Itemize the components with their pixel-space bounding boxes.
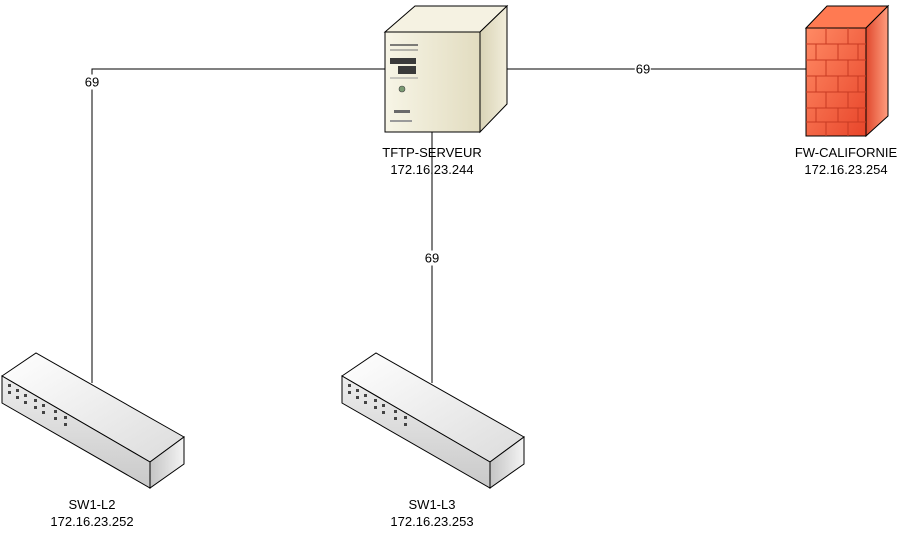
node-label-sw1-l3: SW1-L3 172.16.23.253	[390, 496, 473, 530]
node-name: FW-CALIFORNIE	[794, 145, 898, 160]
link-cost-label: 69	[423, 250, 441, 266]
link-server-sw1-l2	[91, 68, 385, 383]
link-cost-label: 69	[83, 74, 101, 90]
firewall-icon	[804, 4, 890, 138]
node-ip: 172.16.23.254	[804, 162, 888, 177]
switch-icon	[1, 352, 185, 489]
node-label-fw-californie: FW-CALIFORNIE 172.16.23.254	[795, 144, 897, 178]
node-ip: 172.16.23.244	[390, 162, 474, 177]
node-name: TFTP-SERVEUR	[382, 145, 482, 160]
link-cost-label: 69	[634, 61, 652, 77]
server-icon	[383, 4, 509, 134]
node-name: SW1-L2	[68, 497, 116, 512]
node-label-sw1-l2: SW1-L2 172.16.23.252	[50, 496, 133, 530]
node-name: SW1-L3	[408, 497, 456, 512]
switch-icon	[341, 352, 525, 489]
node-ip: 172.16.23.252	[50, 514, 134, 529]
node-ip: 172.16.23.253	[390, 514, 474, 529]
node-label-tftp-serveur: TFTP-SERVEUR 172.16.23.244	[382, 144, 481, 178]
